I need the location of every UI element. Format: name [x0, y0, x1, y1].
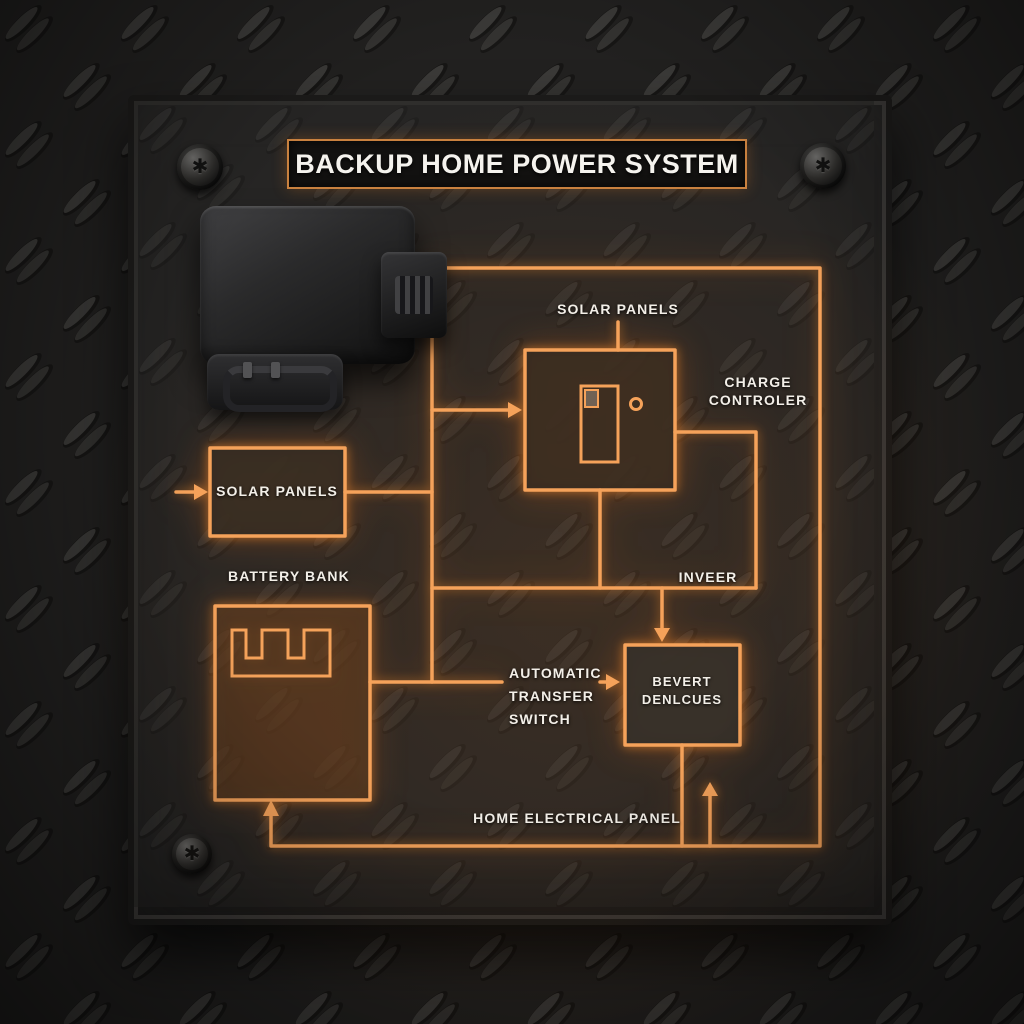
arrowhead-into-solarbox — [194, 484, 208, 500]
charge-controller-box — [523, 348, 677, 492]
label-solar-panels-box: SOLAR PANELS — [216, 483, 338, 499]
junction-box-handle — [223, 366, 337, 412]
bracket-prong — [243, 362, 252, 378]
label-charge-controller: CHARGE CONTROLER — [708, 374, 808, 408]
arrowhead-ats-into-inverter — [606, 674, 620, 690]
label-battery-bank: BATTERY BANK — [228, 568, 350, 584]
junction-box — [185, 196, 447, 416]
battery-bank-box — [213, 604, 372, 802]
junction-box-bracket — [207, 354, 343, 412]
controller-indicator-icon — [584, 389, 599, 408]
latch-ridges — [395, 276, 433, 314]
arrowhead-into-controller — [508, 402, 522, 418]
junction-box-latch — [381, 252, 447, 338]
bracket-prong — [271, 362, 280, 378]
label-home-electrical-panel: HOME ELECTRICAL PANEL — [473, 810, 681, 826]
label-automatic-transfer-switch: AUTOMATIC TRANSFER SWITCH — [509, 665, 602, 727]
page-title: BACKUP HOME POWER SYSTEM — [295, 148, 739, 179]
label-solar-panels-top: SOLAR PANELS — [557, 301, 679, 317]
arrowhead-up-into-inverter — [702, 782, 718, 796]
title-plate: BACKUP HOME POWER SYSTEM — [287, 139, 747, 189]
wire-controller-right — [673, 430, 758, 590]
arrowhead-up-into-battery — [263, 800, 279, 816]
arrowhead-down-into-inverter — [654, 628, 670, 642]
label-inverter-box: BEVERT DENLCUES — [641, 674, 723, 707]
label-inverter-tag: INVEER — [678, 569, 738, 585]
